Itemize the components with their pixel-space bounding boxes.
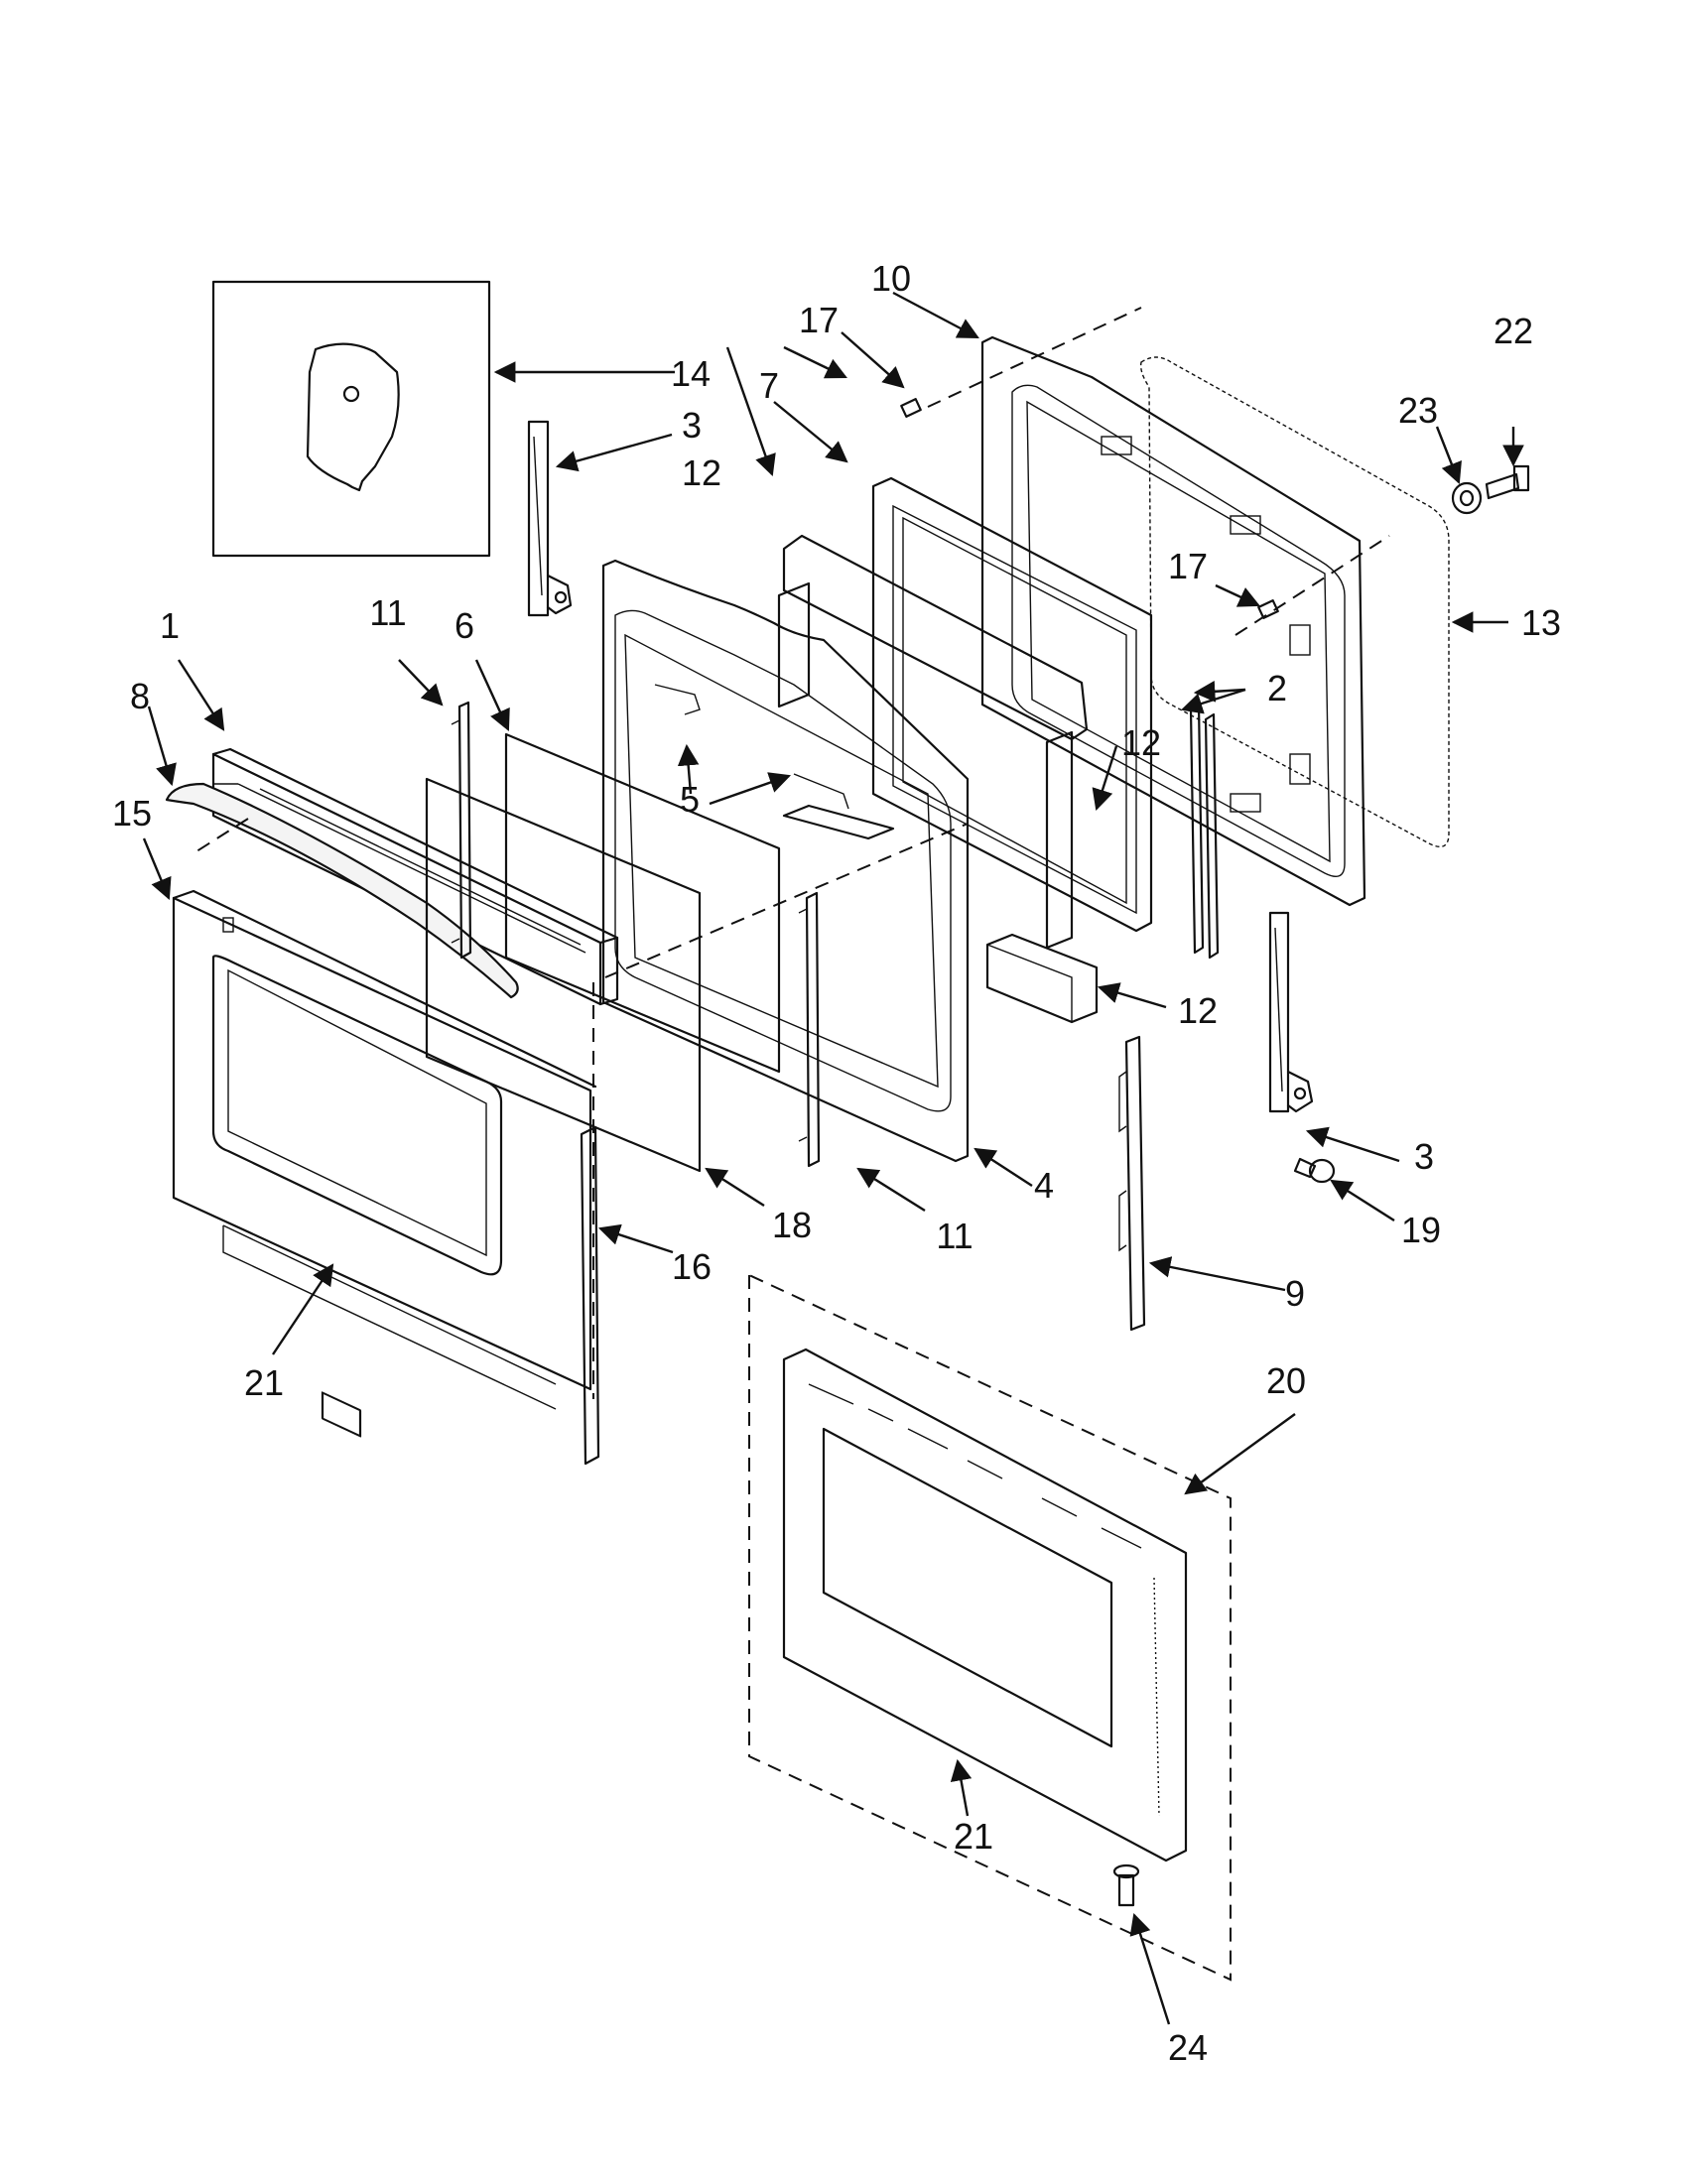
callout-labels: 1 2 3 3 4 5 6 7 8 9 10 11 11 12 12 12 13… (112, 258, 1561, 2068)
part-4-inner-frame (601, 559, 970, 1163)
callout-24: 24 (1168, 2027, 1208, 2068)
part-24-screw (1112, 1863, 1140, 1907)
callout-14: 14 (671, 353, 711, 394)
callout-13: 13 (1521, 602, 1561, 643)
part-10-door-liner (980, 335, 1366, 907)
callout-19: 19 (1401, 1210, 1441, 1250)
part-3-lower-hinge (1268, 911, 1314, 1113)
callout-12-top: 12 (682, 452, 721, 493)
callout-11-left: 11 (369, 592, 406, 633)
part-11-right-bracket (798, 891, 821, 1168)
callout-3-upper: 3 (682, 405, 702, 446)
callout-6: 6 (454, 605, 474, 646)
alignment-lines (193, 307, 1390, 1399)
callout-12-bottom: 12 (1178, 990, 1218, 1031)
callout-2: 2 (1267, 668, 1287, 708)
callout-22: 22 (1493, 311, 1533, 351)
callout-21-lower: 21 (954, 1816, 993, 1857)
part-20-door-assembly (748, 1273, 1232, 1982)
part-12-insulation (777, 534, 1099, 1024)
part-19-screw (1293, 1157, 1336, 1184)
callout-11-right: 11 (936, 1216, 973, 1256)
part-7-inner-glass (871, 476, 1153, 933)
callout-8: 8 (130, 676, 150, 716)
callout-17-lower: 17 (1168, 546, 1208, 586)
part-5-clip (654, 684, 849, 810)
callout-16: 16 (672, 1246, 712, 1287)
callout-12-right: 12 (1121, 722, 1161, 763)
callout-5: 5 (680, 779, 700, 820)
part-16-side-trim (580, 1125, 600, 1466)
part-1-handle-trim (211, 747, 619, 1006)
part-6-18-glass (425, 732, 781, 1173)
part-9-baffle (1118, 1035, 1146, 1332)
callout-21-left: 21 (244, 1362, 284, 1403)
part-22-23-screw-washer (1451, 464, 1530, 515)
callout-18: 18 (772, 1205, 812, 1245)
part-8-handle (165, 782, 519, 999)
part-17-plugs (900, 398, 1279, 619)
part-15-outer-door (172, 889, 597, 1438)
part-13-gasket (1139, 356, 1450, 847)
leader-arrows (142, 291, 1524, 2025)
part-14-inset (211, 280, 491, 558)
part-11-left-bracket (451, 701, 472, 960)
callout-23: 23 (1398, 390, 1438, 431)
callout-9: 9 (1285, 1273, 1305, 1314)
callout-15: 15 (112, 793, 152, 834)
part-3-upper-hinge (527, 420, 573, 617)
callout-10: 10 (871, 258, 911, 299)
callout-20: 20 (1266, 1360, 1306, 1401)
callout-1: 1 (160, 605, 180, 646)
callout-17-upper: 17 (799, 300, 839, 340)
callout-7: 7 (759, 365, 779, 406)
callout-3-lower: 3 (1414, 1136, 1434, 1177)
callout-4: 4 (1034, 1165, 1054, 1206)
